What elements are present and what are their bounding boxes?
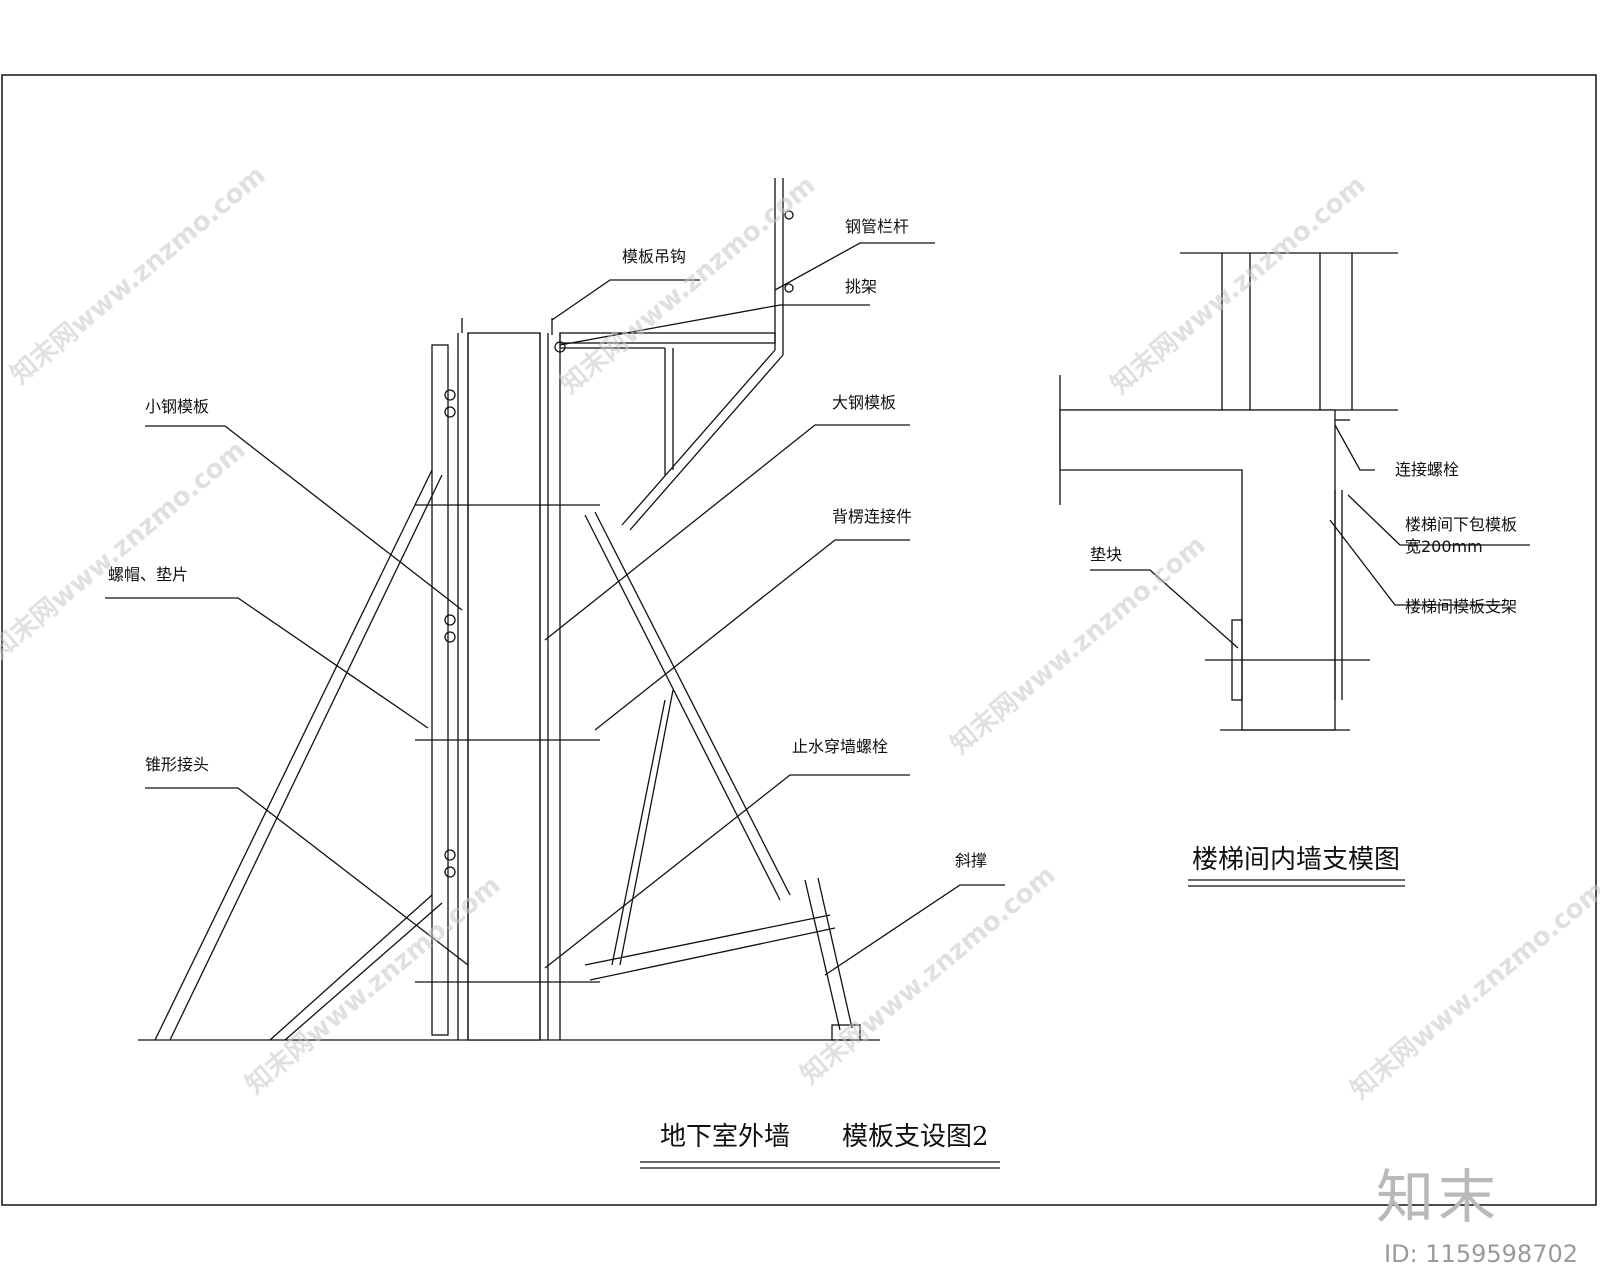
watermark: 知末网www.znzmo.com — [0, 435, 251, 665]
label-stair-lower-form-width: 宽200mm — [1405, 537, 1483, 556]
label-platform: 挑架 — [845, 277, 877, 296]
label-back-connector: 背楞连接件 — [832, 507, 912, 526]
sub-title: 楼梯间内墙支模图 — [1192, 845, 1400, 875]
label-conn-bolt: 连接螺栓 — [1395, 460, 1459, 479]
watermark: 知末网www.znzmo.com — [5, 160, 271, 390]
label-big-form: 大钢模板 — [832, 393, 896, 412]
watermark: 知末网www.znzmo.com — [1345, 875, 1600, 1105]
watermark: 知末网www.znzmo.com — [240, 870, 506, 1100]
stair-detail — [1059, 252, 1530, 887]
main-title: 地下室外墙 模板支设图2 — [660, 1122, 989, 1152]
main-title-underline — [640, 1161, 1000, 1169]
watermark: 知末网www.znzmo.com — [795, 860, 1061, 1090]
watermark: 知末网www.znzmo.com — [555, 170, 821, 400]
label-pipe-rail: 钢管栏杆 — [845, 217, 909, 236]
label-stair-support: 楼梯间模板支架 — [1405, 597, 1517, 616]
label-hook: 模板吊钩 — [622, 247, 686, 266]
label-stair-lower-form: 楼梯间下包模板 — [1405, 515, 1517, 534]
drawing-frame — [1, 74, 1597, 1206]
image-id: ID: 1159598702 — [1384, 1240, 1578, 1268]
watermark: 知末网www.znzmo.com — [1105, 170, 1371, 400]
label-brace: 斜撑 — [955, 851, 987, 870]
watermarks: 知末网www.znzmo.com 知末网www.znzmo.com 知末网www… — [0, 160, 1600, 1105]
label-cone-joint: 锥形接头 — [145, 755, 209, 774]
label-nut-washer: 螺帽、垫片 — [108, 565, 188, 584]
watermark: 知末网www.znzmo.com — [945, 530, 1211, 760]
brand-logo: 知末 — [1375, 1163, 1500, 1231]
label-pad: 垫块 — [1090, 545, 1122, 564]
label-waterstop-bolt: 止水穿墙螺栓 — [792, 737, 888, 756]
label-small-form: 小钢模板 — [145, 397, 209, 416]
main-detail — [105, 178, 1005, 1041]
